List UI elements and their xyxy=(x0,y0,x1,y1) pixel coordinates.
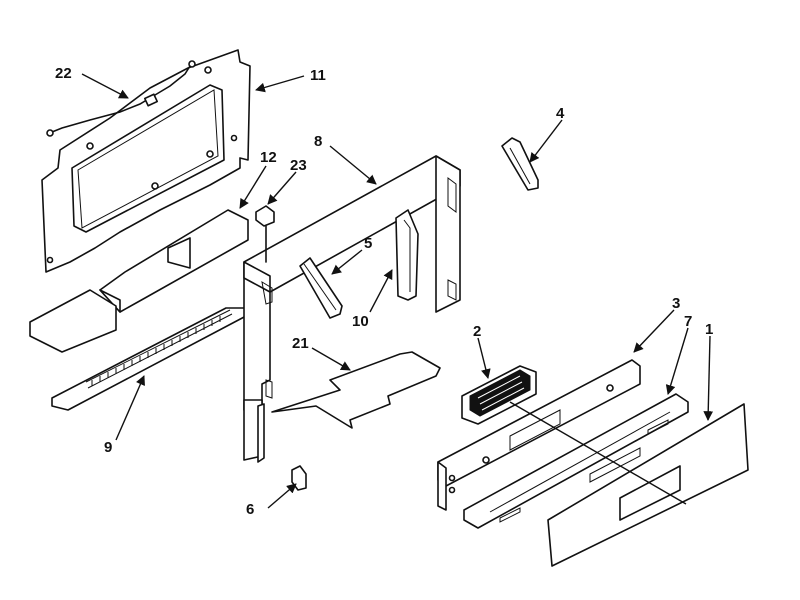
part-4-end-cap xyxy=(501,137,539,191)
part-10-vertical-bracket xyxy=(395,209,419,301)
part-11-rear-panel xyxy=(41,49,251,273)
callout-3: 3 xyxy=(672,295,680,312)
callout-7: 7 xyxy=(684,313,692,330)
part-7-panel-channel xyxy=(463,393,689,529)
callout-8: 8 xyxy=(314,133,322,150)
part-8-console-frame xyxy=(243,155,461,463)
callout-22: 22 xyxy=(55,65,72,82)
callout-1: 1 xyxy=(705,321,713,338)
callout-10: 10 xyxy=(352,313,369,330)
callout-23: 23 xyxy=(290,157,307,174)
callout-4: 4 xyxy=(556,105,565,122)
part-23-clip xyxy=(255,205,275,263)
part-2-control-module xyxy=(461,365,537,425)
part-1-front-panel xyxy=(547,403,749,567)
callout-labels: 22 11 12 23 8 4 5 10 21 2 3 7 1 9 6 xyxy=(55,65,713,518)
callout-11: 11 xyxy=(310,67,326,84)
callout-2: 2 xyxy=(473,323,481,340)
part-22-wire xyxy=(46,60,196,137)
callout-21: 21 xyxy=(292,335,309,352)
callout-9: 9 xyxy=(104,439,112,456)
part-5-bracket xyxy=(299,257,343,319)
callout-6: 6 xyxy=(246,501,254,518)
leader-lines xyxy=(81,73,714,509)
part-21-deflector xyxy=(271,351,441,429)
part-12-insulation xyxy=(99,209,249,313)
part-9-lower-rail xyxy=(29,289,247,411)
callout-12: 12 xyxy=(260,149,277,166)
part-3-control-bracket xyxy=(437,359,641,511)
callout-5: 5 xyxy=(364,235,372,252)
